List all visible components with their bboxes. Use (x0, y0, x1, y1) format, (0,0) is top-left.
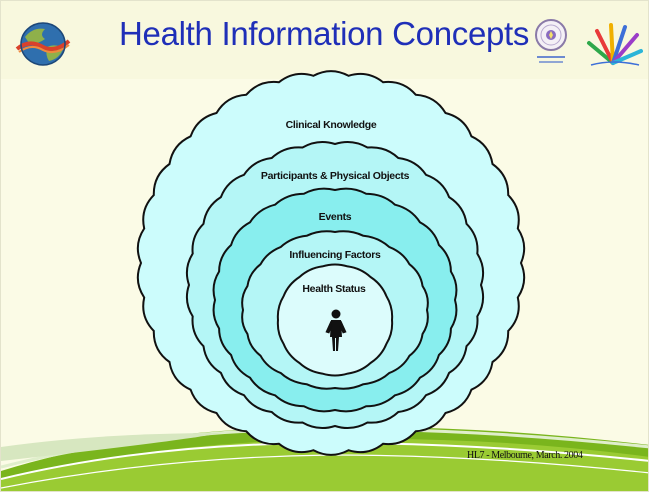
footer-text: HL7 - Melbourne, March. 2004 (467, 450, 583, 461)
ring-label-clinical-knowledge: Clinical Knowledge (286, 119, 377, 131)
person-icon (325, 309, 347, 351)
fan-logo-icon (587, 23, 643, 66)
ring-label-participants: Participants & Physical Objects (261, 170, 410, 182)
ring-label-influencing-factors: Influencing Factors (289, 249, 381, 261)
seal-logo-icon (535, 19, 567, 63)
slide-title: Health Information Concepts (119, 15, 530, 52)
ring-label-events: Events (319, 211, 352, 223)
swoosh-decoration (1, 426, 648, 491)
globe-logo-icon (15, 22, 71, 66)
ring-label-health-status: Health Status (302, 283, 366, 295)
